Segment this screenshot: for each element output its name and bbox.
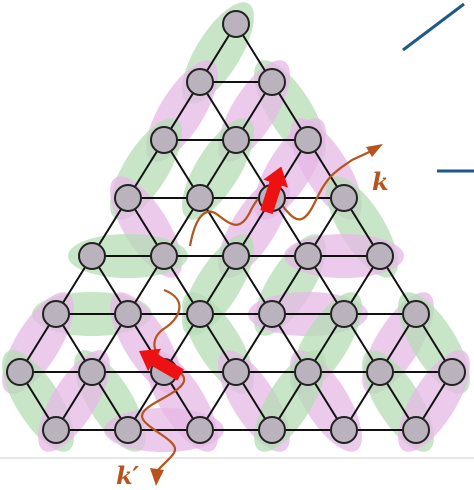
- lattice-site: [114, 416, 142, 444]
- lattice-site: [438, 358, 466, 386]
- lattice-site: [186, 184, 214, 212]
- spin-arrows: [139, 166, 289, 381]
- lattice-site: [258, 416, 286, 444]
- lattice-site: [366, 242, 394, 270]
- accent-line-diagonal: [402, 2, 465, 52]
- arrow-icon: [139, 348, 184, 381]
- lattice-site: [186, 300, 214, 328]
- lattice-site: [222, 126, 250, 154]
- accent-lines: [402, 2, 474, 173]
- lattice-site: [6, 358, 34, 386]
- lattice-site: [402, 300, 430, 328]
- lattice-site: [294, 126, 322, 154]
- lattice-site: [186, 416, 214, 444]
- dimer-ellipses: [2, 2, 470, 452]
- lattice-site: [186, 68, 214, 96]
- lattice-site: [114, 184, 142, 212]
- lattice-site: [258, 68, 286, 96]
- lattice-site: [330, 184, 358, 212]
- lattice-site: [222, 10, 250, 38]
- lattice-site: [42, 416, 70, 444]
- momentum-label-k-prime: k′: [116, 461, 140, 490]
- lattice-site: [78, 358, 106, 386]
- wavy-arrow-icon: [141, 288, 186, 471]
- lattice-site: [150, 242, 178, 270]
- lattice-site: [330, 300, 358, 328]
- photon-in: k′: [116, 288, 186, 490]
- lattice-site: [294, 358, 322, 386]
- lattice-site: [330, 416, 358, 444]
- lattice-site: [114, 300, 142, 328]
- lattice-site: [42, 300, 70, 328]
- lattice-site: [150, 126, 178, 154]
- arrowhead: [366, 144, 383, 157]
- arrowhead: [150, 468, 164, 486]
- lattice-site: [222, 242, 250, 270]
- lattice-site: [222, 358, 250, 386]
- arrow-icon: [260, 166, 289, 215]
- lattice-site: [294, 242, 322, 270]
- momentum-label-k: k: [372, 167, 389, 196]
- lattice-site: [258, 300, 286, 328]
- lattice-site: [366, 358, 394, 386]
- lattice-site: [78, 242, 106, 270]
- lattice-sites: [6, 10, 466, 444]
- lattice-site: [402, 416, 430, 444]
